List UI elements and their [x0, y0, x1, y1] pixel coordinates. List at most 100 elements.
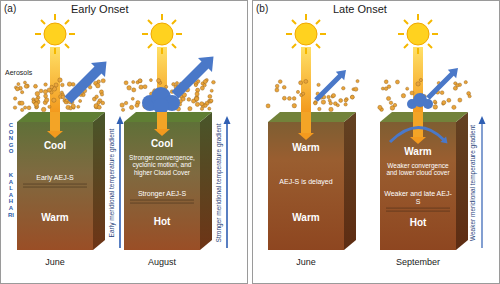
aerosol-particle [34, 84, 38, 88]
jet-wind-line [130, 200, 194, 201]
aerosol-particle [389, 101, 392, 104]
panel-title: Late Onset [333, 3, 387, 16]
column-side-face [200, 112, 212, 250]
jet-wind-line [23, 187, 87, 188]
aerosol-particle [124, 101, 128, 105]
aerosol-particle [203, 80, 207, 84]
sun-icon [286, 14, 326, 54]
gradient-arrow-head [117, 116, 124, 124]
aerosol-particle [69, 107, 72, 110]
aerosol-particle [175, 81, 178, 84]
column-front-face [17, 122, 93, 250]
circulation-arrow [390, 127, 444, 142]
gradient-label: Weaker meridional temperature gradient [469, 125, 476, 241]
aerosol-particle [344, 103, 347, 106]
aerosol-particle [393, 103, 397, 107]
aerosol-particle [132, 80, 135, 83]
aerosol-particle [44, 83, 47, 86]
climate-label: Stronger convergence, cyclonic motion, a… [126, 154, 198, 176]
region-name: CONGO [8, 122, 14, 155]
aerosol-particle [23, 81, 26, 84]
reflected-radiation-arrow [65, 62, 107, 104]
aerosol-particle [416, 82, 420, 86]
aerosol-particle [96, 83, 101, 88]
panel-title: Early Onset [71, 3, 128, 16]
gradient-arrow-head [224, 116, 231, 124]
sun-icon [398, 14, 438, 54]
gradient-arrow-shaft [481, 123, 482, 248]
aerosol-particle [342, 86, 345, 89]
aerosol-particle [124, 81, 128, 85]
aerosol-particle [275, 88, 279, 92]
sunlight-arrowhead [410, 137, 426, 144]
aerosol-particle [143, 85, 147, 89]
aerosol-particle [204, 104, 207, 107]
aerosol-particle [165, 85, 168, 88]
aerosol-particle [395, 80, 399, 84]
aerosol-particle [266, 104, 270, 108]
aerosol-particle [172, 82, 176, 86]
sunlight-arrowhead [154, 129, 170, 136]
jet-wind-line [23, 184, 87, 185]
climate-label: Warm [270, 212, 342, 224]
climate-label: Weaker and late AEJ-S [382, 190, 454, 206]
column-side-face [456, 112, 468, 250]
sun-icon [35, 14, 75, 54]
annotation-label: June [296, 258, 316, 268]
aerosol-particle [17, 83, 20, 86]
sunlight-arrowhead [298, 133, 314, 140]
land-column-shape [380, 112, 468, 250]
sunlight-beam [50, 112, 60, 131]
aerosol-particle [44, 98, 48, 102]
gradient-arrow-head [479, 116, 486, 124]
panel-frame: (b)Late OnsetWarmAEJ-S is delayedWarmWar… [252, 0, 500, 284]
aerosol-particle [433, 100, 436, 103]
aerosol-particle [50, 85, 54, 89]
sunlight-beam [413, 112, 423, 137]
aerosol-particle [35, 98, 39, 102]
aerosol-particle [381, 87, 384, 90]
aerosol-particle [456, 84, 459, 87]
aerosol-particle [52, 98, 56, 102]
aerosol-particle [344, 99, 347, 102]
jet-wind-line [386, 211, 450, 212]
aerosol-particle [278, 80, 282, 84]
aerosol-particle [329, 107, 333, 111]
aerosol-particle [314, 101, 318, 105]
column-front-face [268, 122, 344, 250]
reflected-radiation-arrow [426, 68, 458, 100]
aerosol-particle [212, 80, 216, 84]
panel-frame: (a)Early OnsetCoolEarly AEJ-SWarmCoolStr… [0, 0, 248, 284]
aerosol-particle [203, 84, 206, 87]
aerosol-particle [314, 102, 317, 105]
aerosol-particle [332, 93, 336, 97]
aerosol-particle [101, 101, 105, 105]
aerosol-particle [149, 79, 152, 82]
aerosol-particle [384, 80, 388, 84]
climate-label: Warm [270, 142, 342, 154]
aerosol-particle [21, 91, 24, 94]
cloud-icon [142, 87, 180, 114]
panel-title: (a) [4, 3, 16, 15]
aerosol-particle [406, 87, 409, 90]
aerosol-particle [200, 107, 203, 110]
aerosol-particle [187, 98, 191, 102]
aerosol-particle [327, 95, 330, 98]
aerosol-particle [15, 87, 19, 91]
reflected-radiation-arrow [314, 70, 346, 102]
climate-label: Hot [382, 217, 454, 229]
column-front-face [380, 122, 456, 250]
region-name: KALAHARI [8, 172, 14, 218]
gradient-label: Early meridional temperature gradient [108, 129, 115, 238]
aerosol-particle [127, 86, 132, 91]
aerosol-particle [209, 99, 213, 103]
aerosol-particle [101, 79, 105, 83]
annotation-label: June [45, 258, 65, 268]
aerosol-particle [44, 94, 48, 98]
column-front-face [124, 122, 200, 250]
aerosol-particle [195, 92, 199, 96]
sunlight-beam [157, 112, 167, 129]
climate-label: Cool [126, 138, 198, 150]
aerosol-particle [433, 105, 438, 110]
aerosol-particle [20, 108, 23, 111]
